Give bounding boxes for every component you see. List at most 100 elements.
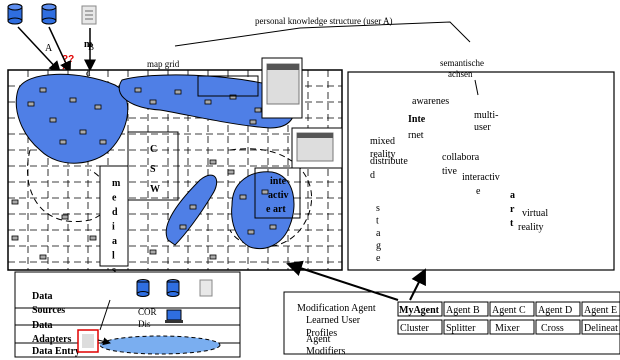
agent-b-label: Agent B <box>446 305 480 316</box>
arrow-agent-to-axes <box>409 268 426 301</box>
csw-s: S <box>150 164 156 175</box>
database-icon-bottom-1 <box>136 279 150 297</box>
csw-w: W <box>150 184 160 195</box>
agent-b-box[interactable] <box>443 301 489 317</box>
term-multi-1: multi- <box>474 110 498 121</box>
media-letter-0: m <box>112 178 121 189</box>
term-art-t: t <box>510 218 514 229</box>
my-agent-label: MyAgent <box>399 305 440 316</box>
data-entry-arrow <box>97 337 111 346</box>
stage-letter-1: t <box>376 216 379 227</box>
agent-e-label: Agent E <box>584 305 617 316</box>
learned-user-label: Learned User <box>306 315 361 326</box>
data-label: Data <box>32 320 53 331</box>
cross-box[interactable] <box>535 319 581 335</box>
agent-e-box[interactable] <box>581 301 620 317</box>
interactive-art-box <box>254 167 301 219</box>
region-box-top <box>197 75 259 97</box>
semantic-axes-label-2: achsen <box>448 69 473 79</box>
media-letter-6: s <box>112 265 116 276</box>
map-grid-label: map grid <box>147 59 180 69</box>
monitor-icon <box>165 309 183 323</box>
document-icon-bottom <box>199 279 213 297</box>
data-sources-label-2: Sources <box>32 305 65 316</box>
data-entry-label: Data Entry <box>32 346 80 357</box>
question-marks: ?? <box>62 54 74 65</box>
splitter-box[interactable] <box>443 319 489 335</box>
adapters-label: Adapters <box>32 334 72 345</box>
cor-label: COR <box>138 307 157 317</box>
grid-nodes <box>11 87 287 260</box>
title-bracket-line <box>174 21 471 47</box>
term-virtual-2: reality <box>518 222 544 233</box>
profiles-label: Profiles <box>306 328 337 339</box>
term-inter-1: Inte <box>408 114 426 125</box>
term-virtual-1: virtual <box>522 208 548 219</box>
term-distributed-1: distribute <box>370 156 408 167</box>
cluster-label: Cluster <box>400 323 430 334</box>
media-letter-5: l <box>112 251 115 262</box>
modifiers-label: Modifiers <box>306 346 346 357</box>
media-letter-4: a <box>112 236 117 247</box>
agent-d-box[interactable] <box>535 301 581 317</box>
my-agent-box[interactable] <box>397 301 443 317</box>
term-inter-2: rnet <box>408 130 424 141</box>
term-multi-2: user <box>474 122 491 133</box>
media-letter-2: d <box>112 207 118 218</box>
user-b-label: B <box>88 42 94 52</box>
semantic-axes-label-1: semantische <box>440 58 484 68</box>
cluster-blob-4 <box>231 171 295 249</box>
term-interactiv-2: e <box>476 186 481 197</box>
arrow-agent-to-map <box>286 260 399 301</box>
cross-label: Cross <box>541 323 564 334</box>
database-icon-bottom-2 <box>166 279 180 297</box>
term-mixed-2: reality <box>370 149 396 160</box>
arrow-db-b <box>48 26 71 74</box>
window-thumbnail-1 <box>261 57 303 119</box>
term-collabo-2: tive <box>442 166 458 177</box>
stage-letter-0: s <box>376 203 380 214</box>
cluster-box[interactable] <box>397 319 443 335</box>
term-mixed-1: mixed <box>370 136 395 147</box>
term-collabo-1: collabora <box>442 152 480 163</box>
splitter-label: Splitter <box>446 323 476 334</box>
media-letter-1: e <box>112 193 117 204</box>
media-column <box>99 165 129 267</box>
cluster-blob-3 <box>165 174 218 246</box>
agent-c-box[interactable] <box>489 301 535 317</box>
agent-label: Agent <box>306 334 331 345</box>
semantic-axes-box <box>347 71 615 271</box>
mixer-label: Mixer <box>495 323 520 334</box>
axes-pointer <box>474 79 479 96</box>
agent-d-label: Agent D <box>538 305 572 316</box>
interact-1: inte <box>270 176 287 187</box>
user-a-label: A <box>45 43 53 54</box>
csw-c: C <box>150 144 157 155</box>
agent-row-bottom: Cluster Splitter Mixer Cross Delineat <box>397 319 620 335</box>
interact-3: e art <box>266 204 286 215</box>
data-sources-label-1: Data <box>32 291 53 302</box>
term-interactiv-1: interactiv <box>462 172 500 183</box>
top-title: personal knowledge structure (user A) <box>255 16 392 26</box>
document-icon-top <box>81 5 97 25</box>
window-thumbnail-2 <box>291 127 343 169</box>
term-distributed-2: d <box>370 170 375 181</box>
d-label: d <box>86 68 91 78</box>
mixer-box[interactable] <box>489 319 535 335</box>
stage-letter-4: e <box>376 253 381 264</box>
data-entry-icon <box>77 329 99 353</box>
database-icon-a <box>7 3 23 25</box>
delineat-label: Delineat <box>584 323 618 334</box>
data-entry-ellipse <box>99 335 221 355</box>
m-label: m <box>84 39 93 50</box>
modification-agent-label: Modification Agent <box>297 303 376 314</box>
term-art-a: a <box>510 190 515 201</box>
database-icon-b <box>41 3 57 25</box>
term-art-r: r <box>510 204 515 215</box>
delineat-box[interactable] <box>581 319 620 335</box>
agent-row-top: MyAgent Agent B Agent C Agent D Agent E <box>397 301 620 317</box>
media-letter-3: i <box>112 222 115 233</box>
